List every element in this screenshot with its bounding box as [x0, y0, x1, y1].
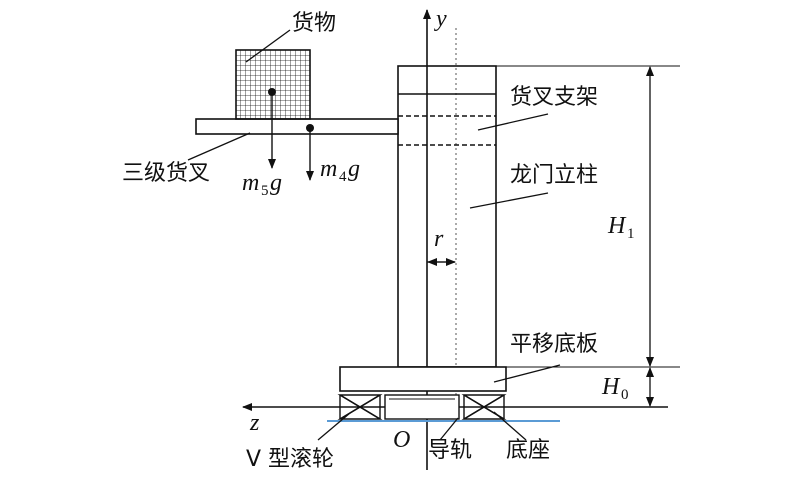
- v-roller-leader: [317, 412, 351, 441]
- mast-column: [397, 65, 497, 368]
- m5g-label: m 5 g: [242, 170, 282, 199]
- r-label: r: [434, 226, 444, 252]
- svg-text:0: 0: [621, 387, 629, 403]
- svg-text:g: g: [270, 170, 282, 196]
- svg-text:H: H: [601, 374, 621, 400]
- mast-leader: [469, 192, 549, 209]
- seat-leader: [493, 411, 527, 441]
- cargo-leader: [245, 29, 291, 63]
- y-axis-label: y: [434, 6, 447, 32]
- base-plate-leader: [493, 364, 561, 383]
- m4g-label: m 4 g: [320, 156, 360, 185]
- svg-text:g: g: [348, 156, 360, 182]
- v-roller-left: [337, 394, 383, 420]
- cargo-label: 货物: [292, 11, 336, 36]
- mast-label: 龙门立柱: [510, 163, 598, 188]
- fork-bracket-leader: [477, 113, 549, 131]
- svg-text:m: m: [242, 170, 259, 196]
- svg-text:4: 4: [339, 169, 347, 185]
- cargo-box: [235, 49, 311, 120]
- seat-label: 底座: [506, 438, 550, 463]
- v-roller-right: [461, 394, 507, 420]
- third-fork-leader: [187, 132, 251, 161]
- svg-text:5: 5: [261, 183, 269, 199]
- svg-text:m: m: [320, 156, 337, 182]
- h0-label: H 0: [601, 374, 629, 403]
- v-roller-label: V 型滚轮: [246, 447, 334, 472]
- guide-rail-label: 导轨: [428, 438, 472, 463]
- third-fork-label: 三级货叉: [122, 161, 210, 186]
- third-fork-plate: [195, 118, 399, 135]
- svg-text:1: 1: [627, 226, 635, 242]
- h1-label: H 1: [607, 213, 635, 242]
- svg-text:H: H: [607, 213, 627, 239]
- base-plate: [339, 366, 507, 392]
- fork-bracket-label: 货叉支架: [510, 85, 598, 110]
- z-axis-label: z: [249, 410, 260, 436]
- base-plate-label: 平移底板: [510, 332, 598, 357]
- origin-label: O: [393, 427, 410, 453]
- guide-rail-leader: [439, 417, 459, 441]
